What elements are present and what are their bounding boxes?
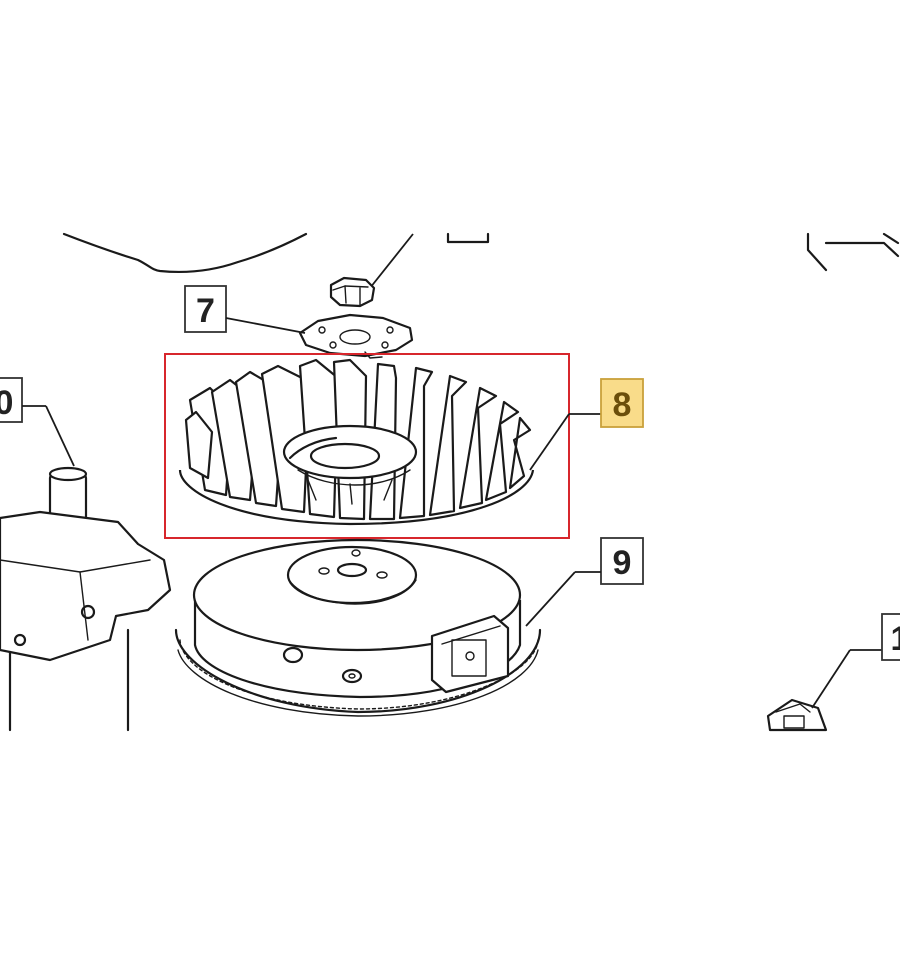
flywheel-nut [329, 276, 376, 308]
callout-10[interactable]: 0 [0, 377, 75, 467]
selection-frame [164, 353, 570, 539]
starter-motor [0, 466, 172, 732]
callout-9[interactable]: 9 [525, 537, 644, 627]
fan-retaining-plate [298, 313, 414, 359]
callout-1[interactable]: 1 [881, 613, 900, 661]
cooling-fan[interactable] [178, 358, 535, 526]
callout-7-label: 7 [196, 292, 215, 330]
callout-8-label: 8 [613, 386, 632, 424]
flywheel[interactable] [174, 538, 542, 717]
callout-7[interactable]: 7 [184, 285, 306, 334]
callout-box-fragment [369, 232, 490, 289]
callout-8[interactable]: 8 [529, 378, 644, 471]
callout-1-label: 1 [891, 620, 900, 658]
callout-9-label: 9 [613, 544, 632, 582]
engine-cover-fragment [62, 232, 308, 274]
sensor-connector [766, 649, 882, 732]
top-right-fragment [806, 232, 900, 272]
callout-10-label: 0 [0, 384, 13, 422]
